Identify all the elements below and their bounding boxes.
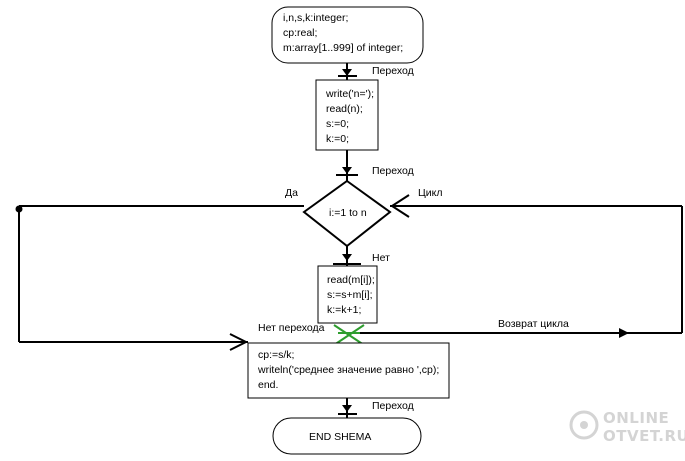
loop-block-shape: [317, 265, 378, 324]
output-block-shape: [247, 342, 450, 399]
no-transition-label: Нет перехода: [258, 322, 325, 334]
watermark: ONLINE OTVET.RU: [569, 409, 685, 445]
input-line-2: read(n);: [326, 103, 363, 115]
transition-label-2: Переход: [372, 165, 414, 177]
output-line-3: end.: [258, 379, 278, 391]
yes-label: Да: [285, 187, 298, 199]
loop-block: read(m[i]); s:=s+m[i]; k:=k+1;: [317, 265, 378, 324]
loop-line-3: k:=k+1;: [327, 304, 361, 316]
input-line-1: write('n=');: [325, 88, 374, 100]
arrow-head-1: [342, 69, 352, 76]
start-line-3: m:array[1..999] of integer;: [283, 42, 403, 54]
watermark-line-2: OTVET.RU: [603, 427, 685, 445]
loop-label: Цикл: [418, 187, 442, 199]
arrow-head-2: [342, 167, 352, 174]
watermark-logo-icon: [569, 410, 599, 440]
transition-label-1: Переход: [372, 65, 414, 77]
transition-label-3: Переход: [372, 400, 414, 412]
start-block: i,n,s,k:integer; cp:real; m:array[1..999…: [271, 6, 424, 64]
no-label: Нет: [372, 252, 390, 264]
decision-block: i:=1 to n: [302, 179, 392, 248]
arrow-head-4: [342, 405, 352, 412]
output-line-1: cp:=s/k;: [258, 349, 294, 361]
output-block: cp:=s/k; writeln('среднее значение равно…: [247, 342, 450, 399]
end-block: END SHEMA: [272, 417, 422, 455]
input-line-4: k:=0;: [326, 133, 349, 145]
output-line-2: writeln('среднее значение равно ',cp);: [257, 364, 439, 376]
arrow-head-loop-in: [390, 194, 410, 218]
input-block-shape: [315, 79, 379, 151]
watermark-logo-dot: [580, 421, 588, 429]
decision-text: i:=1 to n: [329, 207, 367, 219]
end-text: END SHEMA: [309, 431, 371, 443]
loop-line-1: read(m[i]);: [327, 274, 375, 286]
input-line-3: s:=0;: [326, 118, 349, 130]
start-line-1: i,n,s,k:integer;: [283, 12, 348, 24]
watermark-line-1: ONLINE: [603, 409, 669, 427]
arrow-head-no-transition: [229, 333, 249, 351]
start-line-2: cp:real;: [283, 27, 317, 39]
cross-line-b: [333, 324, 365, 346]
loop-line-2: s:=s+m[i];: [327, 289, 373, 301]
end-block-shape: [272, 417, 422, 455]
arrow-head-loop-return: [619, 328, 629, 338]
loop-return-label: Возврат цикла: [498, 318, 569, 330]
arrow-head-3: [342, 254, 352, 261]
input-block: write('n='); read(n); s:=0; k:=0;: [315, 79, 379, 151]
